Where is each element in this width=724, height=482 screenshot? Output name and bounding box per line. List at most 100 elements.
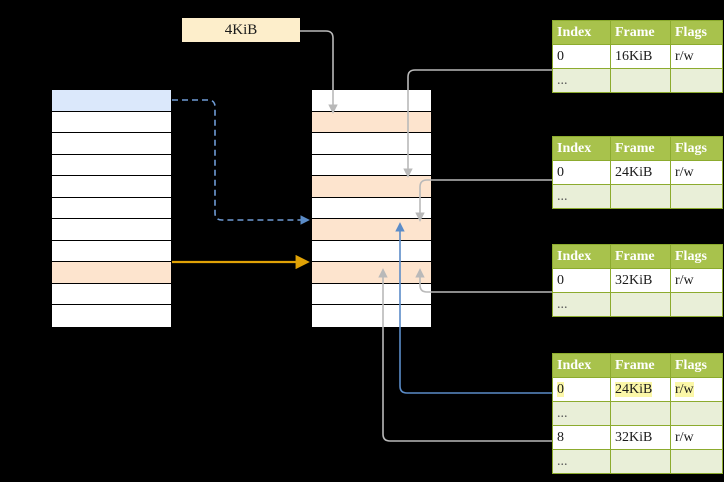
column-header-frame: Frame [610,20,671,45]
virtual-page-row [52,197,171,220]
table-cell: 0 [552,377,611,402]
cell-value: ... [557,296,568,312]
table-cell: ... [552,184,611,209]
virtual-address-space-column [51,89,172,328]
table-row: ... [552,184,723,209]
physical-frame-row [312,154,431,177]
physical-frame-row [312,219,431,241]
table-cell: ... [552,401,611,426]
virtual-page-row [52,133,171,155]
table-row: 0 24KiB r/w [552,377,723,402]
virtual-page-row [52,240,171,263]
cell-value: r/w [675,48,694,64]
table-cell [670,401,723,426]
table-cell [670,68,723,93]
cell-value: r/w [675,164,694,180]
table-row: ... [552,449,723,474]
physical-frame-row [312,240,431,263]
table-cell: 32KiB [610,425,671,450]
physical-frame-row [312,305,431,327]
column-header-flags: Flags [670,244,723,269]
table-cell: 16KiB [610,44,671,69]
wire-table3-to-frame [415,268,552,293]
virtual-page-row [52,111,171,134]
cell-value: 0 [557,48,564,64]
wire-table2-to-frame [415,179,552,222]
table-cell: 24KiB [610,160,671,185]
column-header-frame: Frame [610,136,671,161]
cell-value: 0 [557,272,564,288]
table-row: 0 16KiB r/w [552,44,723,69]
cell-value: ... [557,405,568,421]
physical-frame-row [312,197,431,220]
column-header-index: Index [552,20,611,45]
table-row: ... [552,292,723,317]
virtual-page-row [52,262,171,284]
cell-value: ... [557,72,568,88]
cell-value: 32KiB [615,272,653,288]
table-cell: r/w [670,425,723,450]
column-header-frame: Frame [610,244,671,269]
column-header-flags: Flags [670,20,723,45]
column-header-index: Index [552,353,611,378]
table-cell: 0 [552,44,611,69]
table-cell [610,68,671,93]
virtual-page-row [52,283,171,306]
cell-value: 0 [557,164,564,180]
cell-value: r/w [675,429,694,445]
cell-value: 0 [557,381,564,397]
table-cell: r/w [670,160,723,185]
physical-frame-row [312,90,431,112]
table-cell: 0 [552,160,611,185]
table-cell: r/w [670,377,723,402]
table-cell [670,184,723,209]
physical-frame-row [312,262,431,284]
virtual-page-row [52,176,171,198]
virtual-page-row [52,154,171,177]
physical-memory-column [311,89,432,328]
cell-value: r/w [675,381,694,397]
cell-value: 32KiB [615,429,653,445]
column-header-flags: Flags [670,136,723,161]
table-cell: ... [552,292,611,317]
physical-frame-row [312,176,431,198]
physical-frame-row [312,133,431,155]
table-cell [610,401,671,426]
cell-value: r/w [675,272,694,288]
table-cell: 0 [552,268,611,293]
table-row: ... [552,68,723,93]
physical-frame-row [312,283,431,306]
table-cell: 32KiB [610,268,671,293]
column-header-flags: Flags [670,353,723,378]
column-header-index: Index [552,244,611,269]
table-cell: r/w [670,44,723,69]
cell-value: 16KiB [615,48,653,64]
page-size-label: 4KiB [182,18,300,42]
table-row: 0 32KiB r/w [552,268,723,293]
table-cell: 24KiB [610,377,671,402]
cell-value: ... [557,188,568,204]
table-cell: r/w [670,268,723,293]
virtual-page-row [52,90,171,112]
table-row: 0 24KiB r/w [552,160,723,185]
table-cell [610,184,671,209]
virtual-page-row [52,305,171,327]
table-cell [670,449,723,474]
cell-value: ... [557,453,568,469]
table-cell [610,292,671,317]
table-cell [670,292,723,317]
virtual-page-row [52,219,171,241]
table-cell: ... [552,68,611,93]
cell-value: 24KiB [615,381,653,397]
table-row: ... [552,401,723,426]
cell-value: 24KiB [615,164,653,180]
table-cell [610,449,671,474]
